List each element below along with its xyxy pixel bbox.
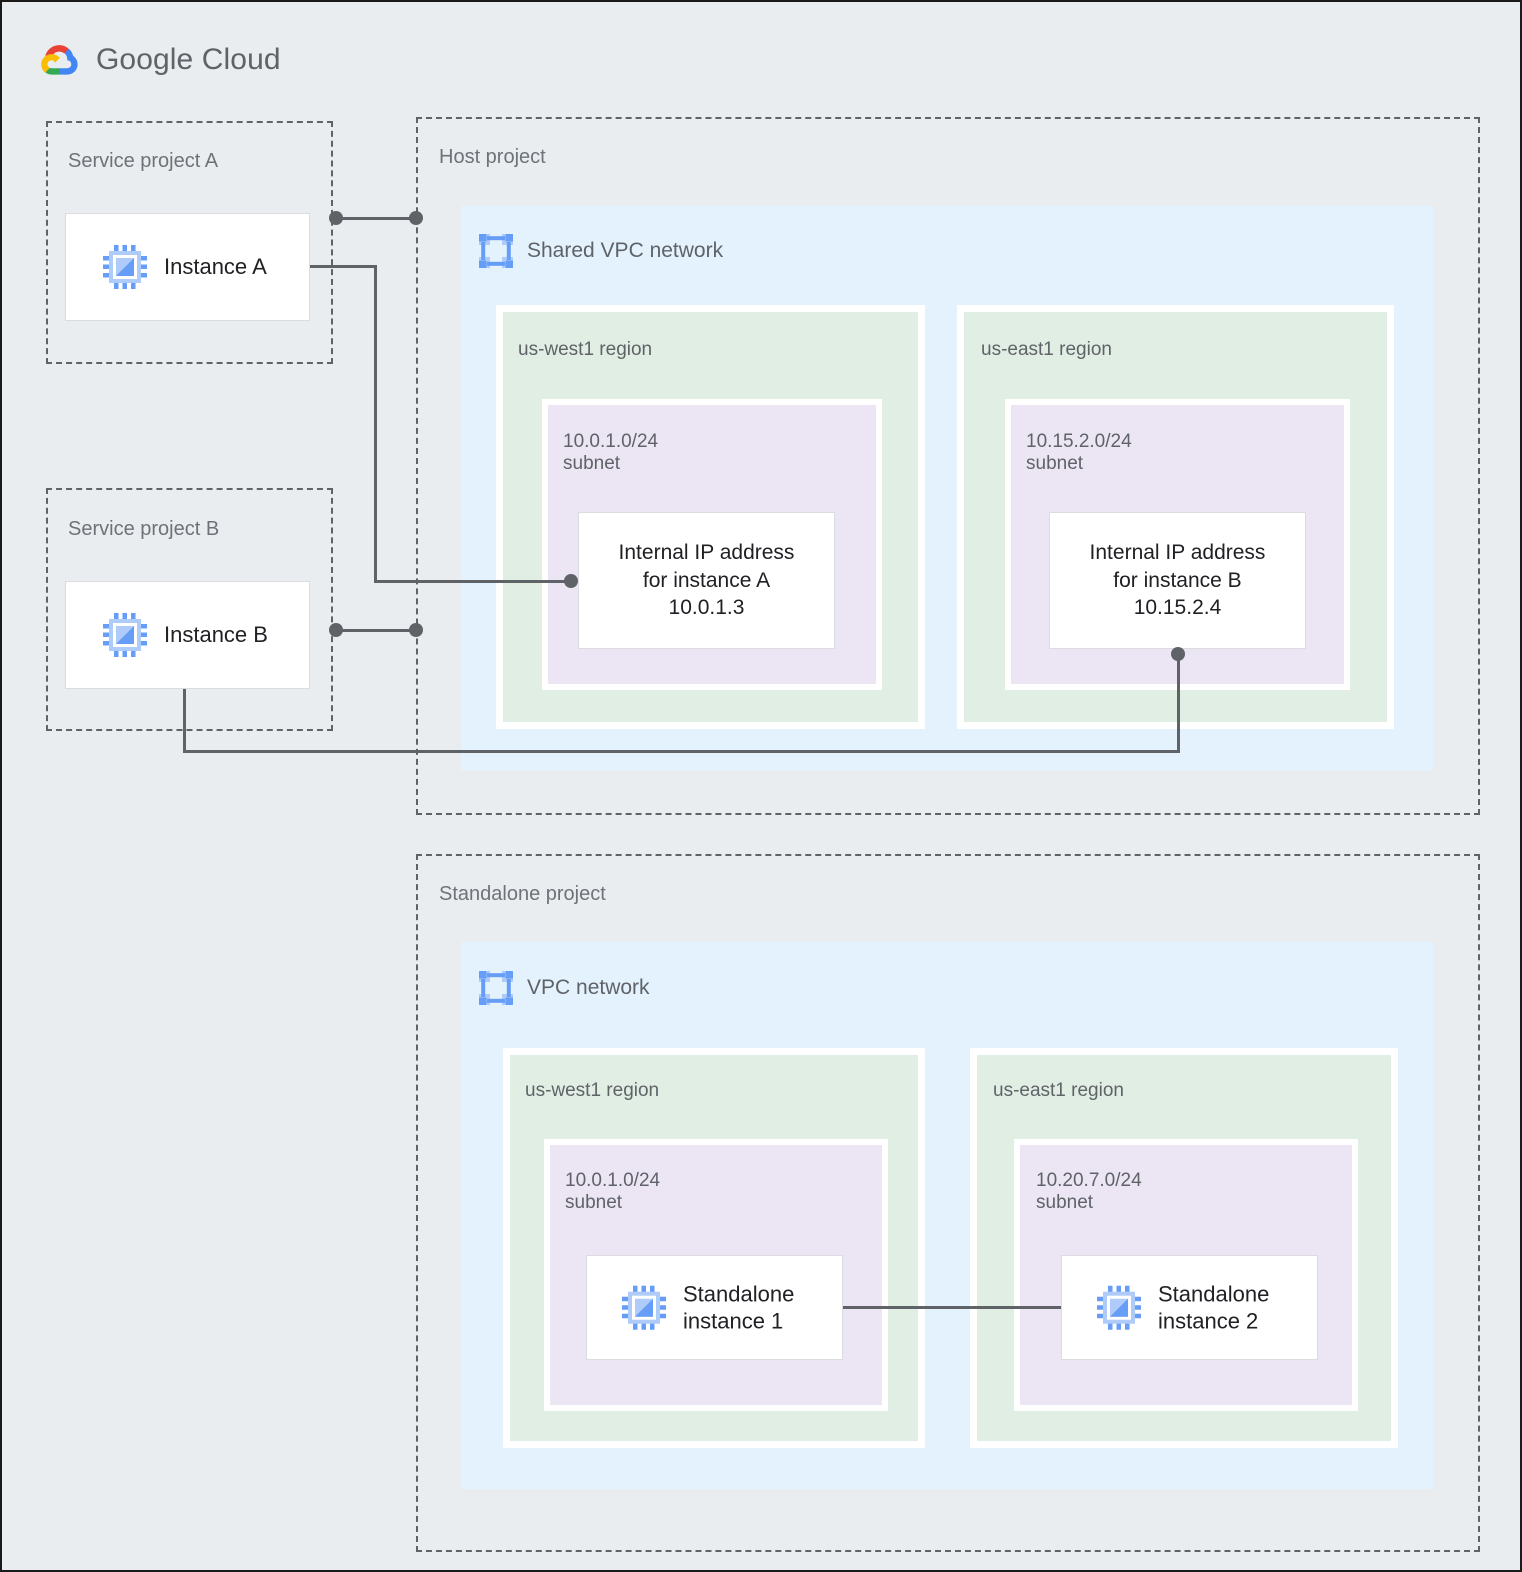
connector-dot-service-b — [329, 623, 343, 637]
shared-vpc-network-header: Shared VPC network — [479, 234, 723, 268]
host-subnet-10-15-2-0-24-label: 10.15.2.0/24 subnet — [1026, 431, 1132, 475]
google-cloud-logo: Google Cloud — [38, 40, 281, 80]
connector-dot-host-b — [409, 623, 423, 637]
internal-ip-instance-b-text: Internal IP address for instance B 10.15… — [1089, 540, 1266, 620]
connector-service-a-to-host — [336, 217, 416, 220]
google-cloud-logo-icon — [38, 40, 82, 80]
connector-instance-b-seg3 — [1177, 654, 1180, 750]
brand-name-cloud: Cloud — [201, 43, 281, 76]
standalone-region-us-east1-label: us-east1 region — [993, 1080, 1124, 1101]
vm-instance-icon — [621, 1285, 667, 1331]
shared-vpc-network-label: Shared VPC network — [527, 239, 724, 262]
service-project-a-container — [46, 121, 333, 364]
google-cloud-wordmark: Google Cloud — [96, 43, 281, 77]
connector-dot-service-a — [329, 211, 343, 225]
instance-b-card[interactable]: Instance B — [65, 581, 310, 689]
instance-b-row: Instance B — [102, 612, 268, 658]
standalone-subnet-10-20-7-0-24-label: 10.20.7.0/24 subnet — [1036, 1170, 1142, 1214]
vpc-network-label: VPC network — [527, 976, 650, 999]
connector-instance-a-seg3 — [374, 580, 572, 583]
standalone-region-us-west1-label: us-west1 region — [525, 1080, 660, 1101]
standalone-subnet-10-0-1-0-24-label: 10.0.1.0/24 subnet — [565, 1170, 661, 1214]
connector-instance-b-seg1 — [183, 689, 186, 753]
host-subnet-10-0-1-0-24-label: 10.0.1.0/24 subnet — [563, 431, 659, 475]
standalone-instance-1-row: Standalone instance 1 — [621, 1280, 794, 1335]
service-project-b-container — [46, 488, 333, 731]
connector-dot-internal-ip-b — [1171, 647, 1185, 661]
instance-a-card[interactable]: Instance A — [65, 213, 310, 321]
vpc-network-header: VPC network — [479, 971, 650, 1005]
brand-name-google: Google — [96, 43, 194, 76]
service-project-a-label: Service project A — [68, 150, 219, 172]
standalone-instance-2-card[interactable]: Standalone instance 2 — [1061, 1255, 1318, 1360]
standalone-instance-1-card[interactable]: Standalone instance 1 — [586, 1255, 843, 1360]
vm-instance-icon — [1096, 1285, 1142, 1331]
host-project-container — [416, 117, 1480, 815]
instance-a-row: Instance A — [102, 244, 267, 290]
connector-dot-host-a — [409, 211, 423, 225]
vm-instance-icon — [102, 244, 148, 290]
connector-instance-a-seg2 — [374, 265, 377, 583]
connector-instance-b-seg2 — [183, 750, 1180, 753]
host-region-us-east1-label: us-east1 region — [981, 339, 1112, 360]
vpc-network-icon — [479, 234, 513, 268]
standalone-instance-2-label: Standalone instance 2 — [1158, 1281, 1270, 1334]
standalone-instance-1-label: Standalone instance 1 — [683, 1281, 795, 1334]
standalone-project-container — [416, 854, 1480, 1552]
connector-dot-internal-ip-a — [564, 574, 578, 588]
vpc-network-icon — [479, 971, 513, 1005]
connector-instance-a-seg1 — [310, 265, 377, 268]
instance-b-label: Instance B — [164, 622, 268, 648]
internal-ip-instance-b-card: Internal IP address for instance B 10.15… — [1049, 512, 1306, 649]
standalone-instance-2-row: Standalone instance 2 — [1096, 1280, 1269, 1335]
vm-instance-icon — [102, 612, 148, 658]
standalone-project-label: Standalone project — [439, 883, 606, 905]
internal-ip-instance-a-text: Internal IP address for instance A 10.0.… — [618, 540, 795, 620]
connector-standalone-instances — [843, 1306, 1061, 1309]
internal-ip-instance-a-card: Internal IP address for instance A 10.0.… — [578, 512, 835, 649]
host-project-label: Host project — [439, 146, 546, 168]
instance-a-label: Instance A — [164, 254, 267, 280]
service-project-b-label: Service project B — [68, 518, 220, 540]
connector-service-b-to-host — [336, 629, 416, 632]
host-region-us-west1-label: us-west1 region — [518, 339, 653, 360]
